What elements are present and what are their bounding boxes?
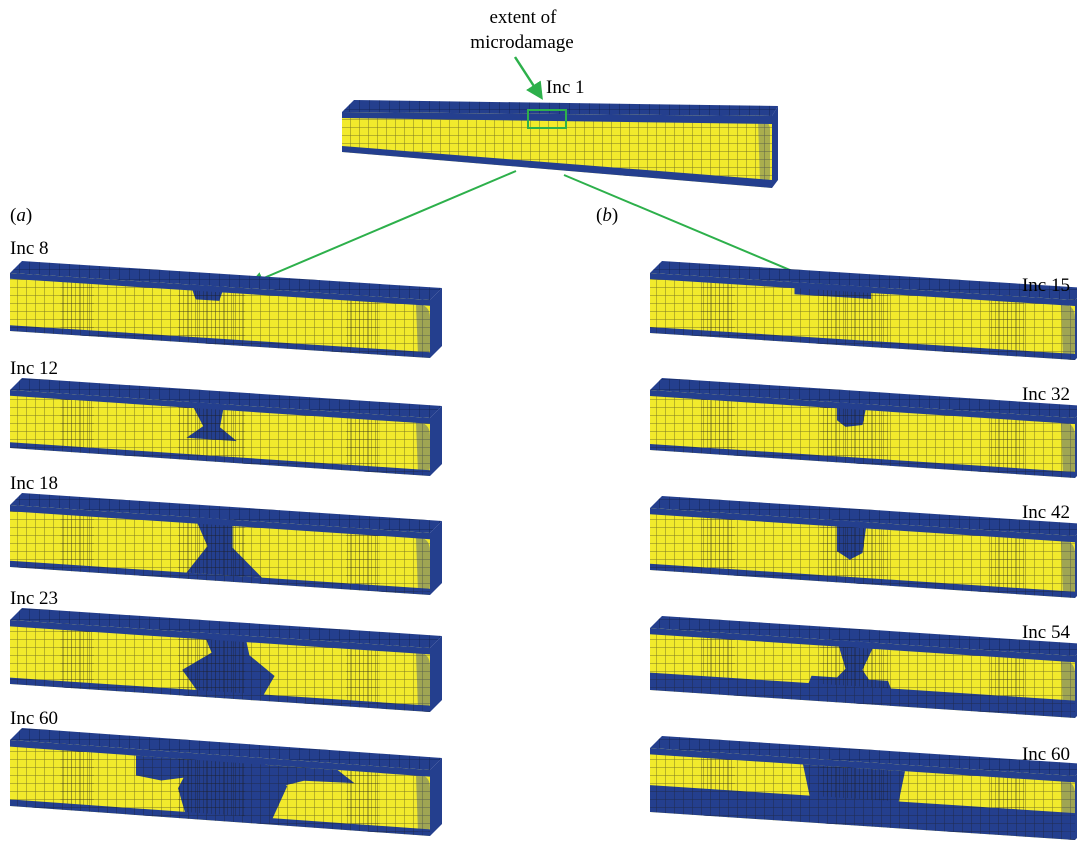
beam-label: Inc 32 [1022,384,1070,405]
beam-label: Inc 23 [10,588,58,609]
beam-inc-12 [10,378,442,476]
beam-label: Inc 12 [10,358,58,379]
panel-b-beams [650,261,1077,840]
beam-inc-54 [650,616,1077,718]
beam-inc-18 [10,493,442,595]
beam-inc-32 [650,378,1077,478]
arrow-to-panel-b [563,174,831,289]
beam-inc-15 [650,261,1077,360]
annotation-line2: microdamage [470,32,573,53]
beam-label: Inc 8 [10,238,49,259]
beam-label: Inc 15 [1022,275,1070,296]
annotation-arrow [513,56,543,100]
beam-inc-60 [10,728,442,836]
beam-inc-23 [10,608,442,712]
beam-inc-8 [10,261,442,358]
beam-label: Inc 60 [1022,744,1070,765]
beam-label: Inc 60 [10,708,58,729]
top-beam-label: Inc 1 [546,77,585,98]
panel-a-beams [10,261,442,836]
beam-label: Inc 42 [1022,502,1070,523]
beam-label: Inc 18 [10,473,58,494]
panel-a-tag: (a) [10,205,32,226]
microdamage-box [527,109,567,129]
beam-label: Inc 54 [1022,622,1071,643]
annotation-line1: extent of [489,7,557,28]
beam-inc-42 [650,496,1077,598]
beam-inc-1 [342,100,778,188]
panel-b-tag: (b) [596,205,618,226]
beam-inc-60-b [650,736,1077,840]
arrow-to-panel-a [249,170,517,286]
